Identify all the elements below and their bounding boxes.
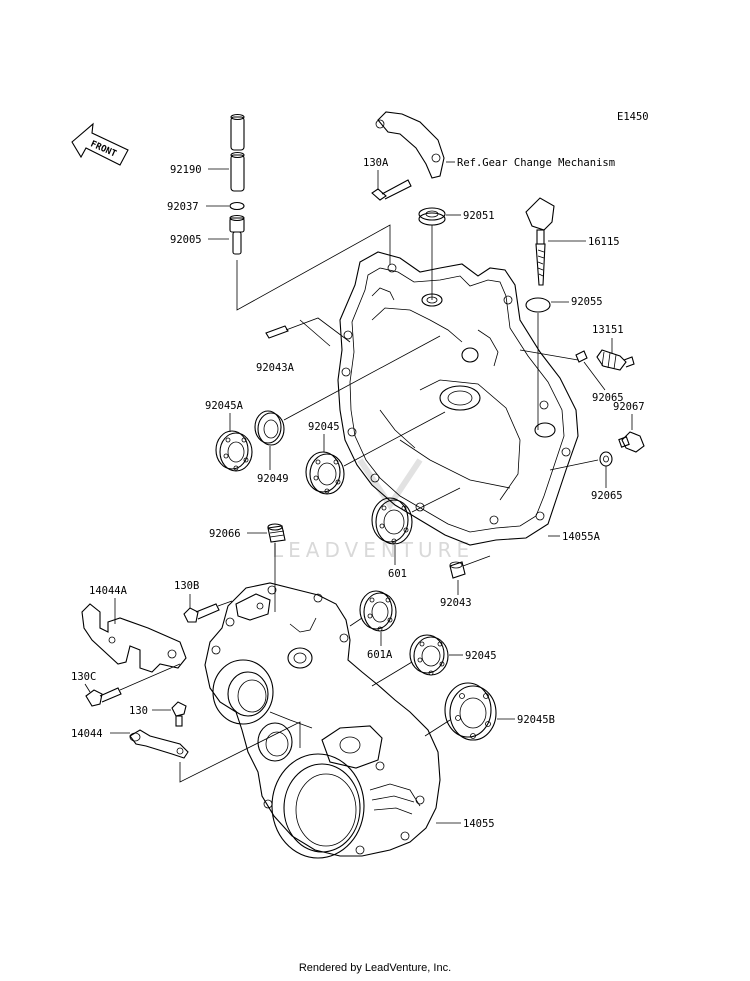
part-14055A-cover[interactable] <box>337 251 579 546</box>
part-92045-bearing-upper[interactable] <box>305 451 345 495</box>
part-130A-bolt[interactable] <box>371 179 412 201</box>
part-130B-bolt[interactable] <box>183 603 220 623</box>
part-130C-bolt[interactable] <box>85 687 122 707</box>
part-92065-washer-upper[interactable] <box>575 350 588 363</box>
part-16115-dipstick[interactable] <box>525 197 555 286</box>
label-92043[interactable]: 92043 <box>440 597 472 609</box>
part-92051-seal[interactable] <box>418 207 446 226</box>
part-92043-pin[interactable] <box>449 561 466 579</box>
part-gear-change-arm[interactable] <box>375 111 445 179</box>
part-130-bolt[interactable] <box>171 701 187 727</box>
label-92045-upper[interactable]: 92045 <box>308 421 340 433</box>
label-92065-upper[interactable]: 92065 <box>592 392 624 404</box>
diagram-code: E1450 <box>617 111 649 123</box>
label-14055A[interactable]: 14055A <box>562 531 601 543</box>
label-92037[interactable]: 92037 <box>167 201 199 213</box>
label-92066[interactable]: 92066 <box>209 528 241 540</box>
part-92043A-pin[interactable] <box>265 325 289 339</box>
label-92005[interactable]: 92005 <box>170 234 202 246</box>
label-130B[interactable]: 130B <box>174 580 199 592</box>
label-14044A[interactable]: 14044A <box>89 585 128 597</box>
part-92045B-bearing[interactable] <box>444 682 497 741</box>
label-92051[interactable]: 92051 <box>463 210 495 222</box>
label-92067[interactable]: 92067 <box>613 401 645 413</box>
part-92055-o-ring[interactable] <box>525 297 551 313</box>
footer-credit: Rendered by LeadVenture, Inc. <box>298 962 452 974</box>
part-14055-case[interactable] <box>204 582 441 859</box>
label-92043A[interactable]: 92043A <box>256 362 295 374</box>
label-14055[interactable]: 14055 <box>463 818 495 830</box>
label-130A[interactable]: 130A <box>363 157 389 169</box>
part-92066-plug[interactable] <box>267 523 286 543</box>
part-601A-bearing[interactable] <box>359 590 397 632</box>
ref-gear-change-label[interactable]: Ref.Gear Change Mechanism <box>457 157 615 169</box>
label-130C[interactable]: 130C <box>71 671 96 683</box>
part-92067-plug[interactable] <box>618 431 645 453</box>
part-92190-pipe[interactable] <box>230 113 245 192</box>
part-601-bearing[interactable] <box>371 497 413 545</box>
label-601[interactable]: 601 <box>388 568 407 580</box>
label-92049[interactable]: 92049 <box>257 473 289 485</box>
part-92005-fitting[interactable] <box>229 214 245 255</box>
part-92049-seal[interactable] <box>254 410 285 446</box>
part-14044A-bracket[interactable] <box>81 603 187 673</box>
label-92055[interactable]: 92055 <box>571 296 603 308</box>
part-14044-bracket[interactable] <box>129 729 189 759</box>
label-92065-lower[interactable]: 92065 <box>591 490 623 502</box>
part-92065-washer-lower[interactable] <box>599 451 613 467</box>
label-92045A[interactable]: 92045A <box>205 400 244 412</box>
part-13151-sensor[interactable] <box>596 349 635 371</box>
label-601A[interactable]: 601A <box>367 649 393 661</box>
part-92037-clip[interactable] <box>229 201 245 211</box>
label-130[interactable]: 130 <box>129 705 148 717</box>
label-13151[interactable]: 13151 <box>592 324 624 336</box>
label-14044[interactable]: 14044 <box>71 728 103 740</box>
watermark: LEADVENTURE <box>272 458 474 562</box>
watermark-text: LEADVENTURE <box>272 538 474 562</box>
label-92045B[interactable]: 92045B <box>517 714 555 726</box>
label-92190[interactable]: 92190 <box>170 164 202 176</box>
front-arrow-icon: FRONT <box>71 122 129 166</box>
label-92045-lower[interactable]: 92045 <box>465 650 497 662</box>
part-92045A-bearing[interactable] <box>215 430 253 472</box>
label-16115[interactable]: 16115 <box>588 236 620 248</box>
part-92045-bearing-lower[interactable] <box>409 634 449 676</box>
